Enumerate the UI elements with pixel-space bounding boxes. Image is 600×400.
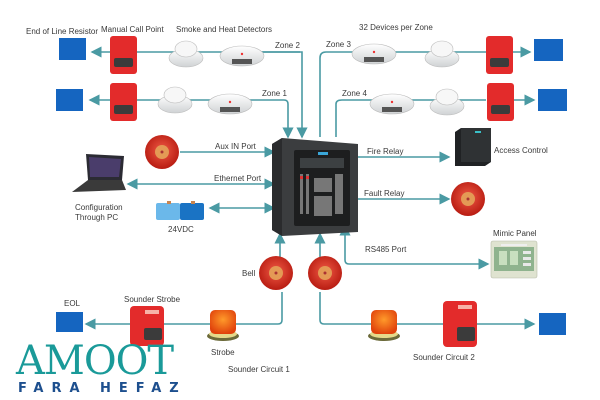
- strobe-label: Strobe: [211, 348, 235, 357]
- sounder1-wire-a: [236, 292, 283, 325]
- eol-box-zone1: [56, 89, 83, 111]
- bell-icon: [145, 135, 179, 169]
- logo-sub-text: FARA HEFAZ: [18, 381, 187, 396]
- sounder-strobe-icon: [443, 301, 477, 347]
- sounder-circuit1-label: Sounder Circuit 1: [228, 365, 290, 374]
- smoke-heat-label: Smoke and Heat Detectors: [176, 25, 272, 34]
- call-point-icon: [110, 36, 137, 74]
- zone2-label: Zone 2: [275, 41, 300, 50]
- heat-detector-icon: [351, 43, 397, 65]
- devices-per-zone-label: 32 Devices per Zone: [359, 23, 433, 32]
- manual-call-points: [110, 36, 514, 121]
- sounder2-wire: [319, 292, 444, 325]
- smoke-detector-icon: [424, 40, 460, 68]
- power-label: 24VDC: [168, 225, 194, 234]
- zone2-panel-wire: [255, 51, 308, 139]
- access-control-label: Access Control: [494, 146, 548, 155]
- mimic-panel-label: Mimic Panel: [493, 229, 537, 238]
- call-point-icon: [486, 36, 513, 74]
- access-control-icon: [455, 128, 491, 166]
- config-label-1: Configuration: [75, 203, 123, 212]
- heat-detector-icon: [369, 93, 415, 115]
- strobe-light-icon: [368, 310, 400, 341]
- eol-box-sounder2: [539, 313, 566, 335]
- battery-icon: [156, 201, 204, 220]
- labels: End of Line Resistor Manual Call Point S…: [26, 23, 548, 374]
- config-label-2: Through PC: [75, 213, 118, 222]
- smoke-detector-icon: [157, 86, 193, 114]
- sounder-strobe-icon: [130, 306, 164, 346]
- mimic-panel-icon: [490, 240, 538, 279]
- sounder-circuit2-label: Sounder Circuit 2: [413, 353, 475, 362]
- bell-icon: [259, 256, 293, 290]
- zone4-label: Zone 4: [342, 89, 367, 98]
- rs485-wire: [339, 224, 490, 270]
- smoke-detector-icon: [429, 88, 465, 116]
- manual-call-point-label: Manual Call Point: [101, 25, 164, 34]
- zone1-wire: [136, 99, 294, 139]
- amoot-logo: AMOOT FARA HEFAZ: [15, 338, 187, 396]
- heat-detector-icon: [207, 93, 253, 115]
- wires: [84, 46, 536, 330]
- bell-icon: [308, 256, 342, 290]
- eol-resistor-label: End of Line Resistor: [26, 27, 98, 36]
- strobe-light-icon: [207, 310, 239, 341]
- zone3-label: Zone 3: [326, 40, 351, 49]
- call-point-icon: [487, 83, 514, 121]
- smoke-detector-icon: [168, 40, 204, 68]
- fire-alarm-control-panel: [272, 138, 358, 236]
- sounder-strobe-label: Sounder Strobe: [124, 295, 181, 304]
- fault-relay-label: Fault Relay: [364, 189, 404, 198]
- laptop-icon: [72, 154, 126, 192]
- eol-box-zone4: [538, 89, 567, 111]
- eol-box-sounder1: [56, 312, 83, 332]
- zone4-wire: [335, 99, 486, 137]
- rs485-label: RS485 Port: [365, 245, 407, 254]
- detectors: [157, 40, 465, 116]
- bells: [145, 135, 485, 290]
- ethernet-label: Ethernet Port: [214, 174, 262, 183]
- heat-detector-icon: [219, 45, 265, 67]
- bell-label: Bell: [242, 269, 256, 278]
- call-point-icon: [110, 83, 137, 121]
- zone3-wire: [319, 51, 486, 137]
- fire-relay-label: Fire Relay: [367, 147, 403, 156]
- aux-in-label: Aux IN Port: [215, 142, 257, 151]
- logo-main-text: AMOOT: [15, 338, 174, 384]
- eol-resistors: [56, 38, 567, 335]
- eol-box-zone3: [534, 39, 563, 61]
- eol-label: EOL: [64, 299, 81, 308]
- bell-icon: [451, 182, 485, 216]
- eol-box-zone2: [59, 38, 86, 60]
- zone1-label: Zone 1: [262, 89, 287, 98]
